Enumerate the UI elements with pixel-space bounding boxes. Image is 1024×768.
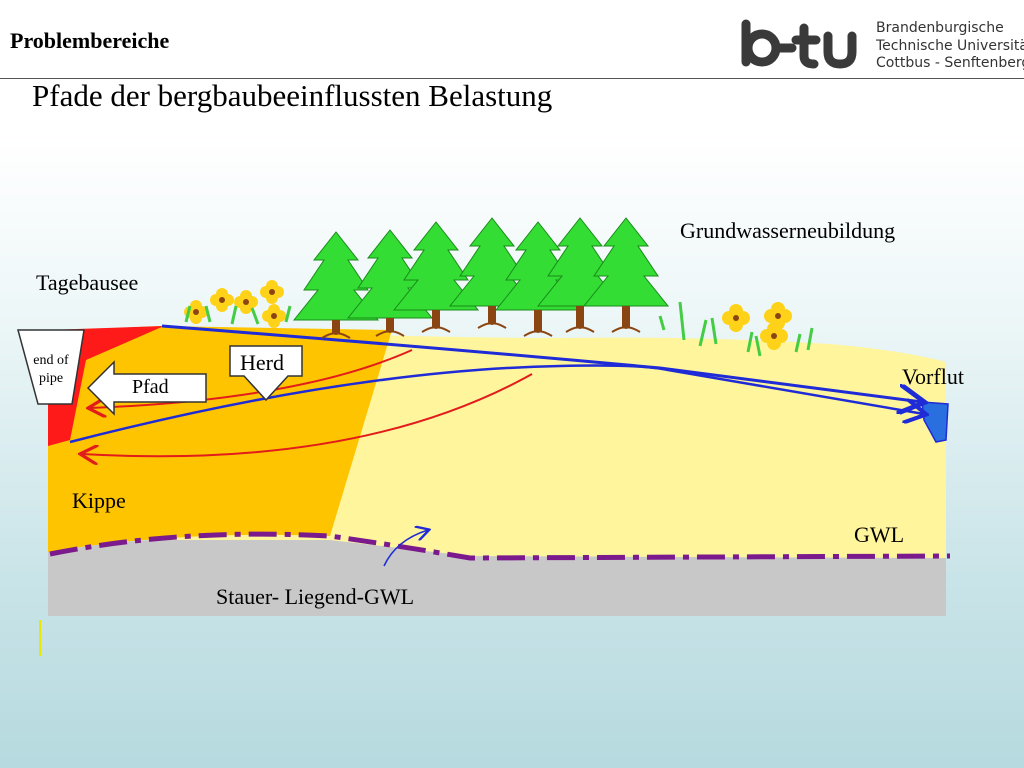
page-title: Pfade der bergbaubeeinflussten Belastung: [32, 78, 553, 113]
flower-icon: [262, 304, 286, 328]
flower-icon: [234, 290, 258, 314]
flower-icon: [260, 280, 284, 304]
flower-icon: [722, 304, 750, 332]
aquitard-layer: [48, 536, 946, 616]
university-name-line1: Brandenburgische: [876, 20, 1004, 36]
tree-icon: [292, 231, 380, 339]
tree-icon: [448, 217, 536, 329]
flower-icon: [764, 302, 792, 330]
aquifer-label: GWL: [854, 522, 905, 547]
pit-lake-label: Tagebausee: [36, 270, 139, 295]
path-label: Pfad: [132, 376, 169, 398]
dump-label: Kippe: [72, 488, 126, 513]
btu-logo-mark: [741, 19, 857, 69]
university-name-line2: Technische Universität: [876, 37, 1024, 54]
header-divider: [0, 78, 1024, 79]
section-title: Problembereiche: [10, 28, 170, 53]
aquifer-boundary-line: [49, 531, 951, 561]
end-of-pipe-label-line1: end of: [33, 353, 69, 368]
university-name-line3: Cottbus - Senftenberg: [876, 55, 1024, 71]
aquitard-label: Stauer- Liegend-GWL: [216, 584, 415, 609]
contaminant-flow-arrow-2: [82, 373, 533, 456]
receiving-water-label: Vorflut: [902, 364, 964, 389]
groundwater-flow-arrow-2: [69, 364, 924, 444]
forest: [292, 217, 670, 339]
flower-icon: [184, 300, 208, 324]
end-of-pipe-label-line2: pipe: [38, 371, 64, 386]
university-name: Brandenburgische Technische Universität …: [876, 20, 1024, 73]
source-label: Herd: [240, 350, 284, 375]
path-arrow-shape: [86, 360, 207, 416]
groundwater-recharge-label: Grundwasserneubildung: [680, 218, 896, 243]
source-callout-shape: [229, 345, 303, 402]
end-of-pipe-shape: [17, 329, 85, 405]
flowers-right: [658, 301, 814, 357]
flower-icon: [210, 288, 234, 312]
tree-icon: [392, 221, 480, 333]
flowers-left: [184, 280, 292, 328]
flower-icon: [760, 322, 788, 350]
groundwater-flow-arrow-1: [161, 324, 922, 402]
tree-icon: [582, 217, 670, 333]
infiltration-arrow: [383, 530, 428, 567]
end-of-pipe-label: end of pipe: [24, 352, 78, 388]
